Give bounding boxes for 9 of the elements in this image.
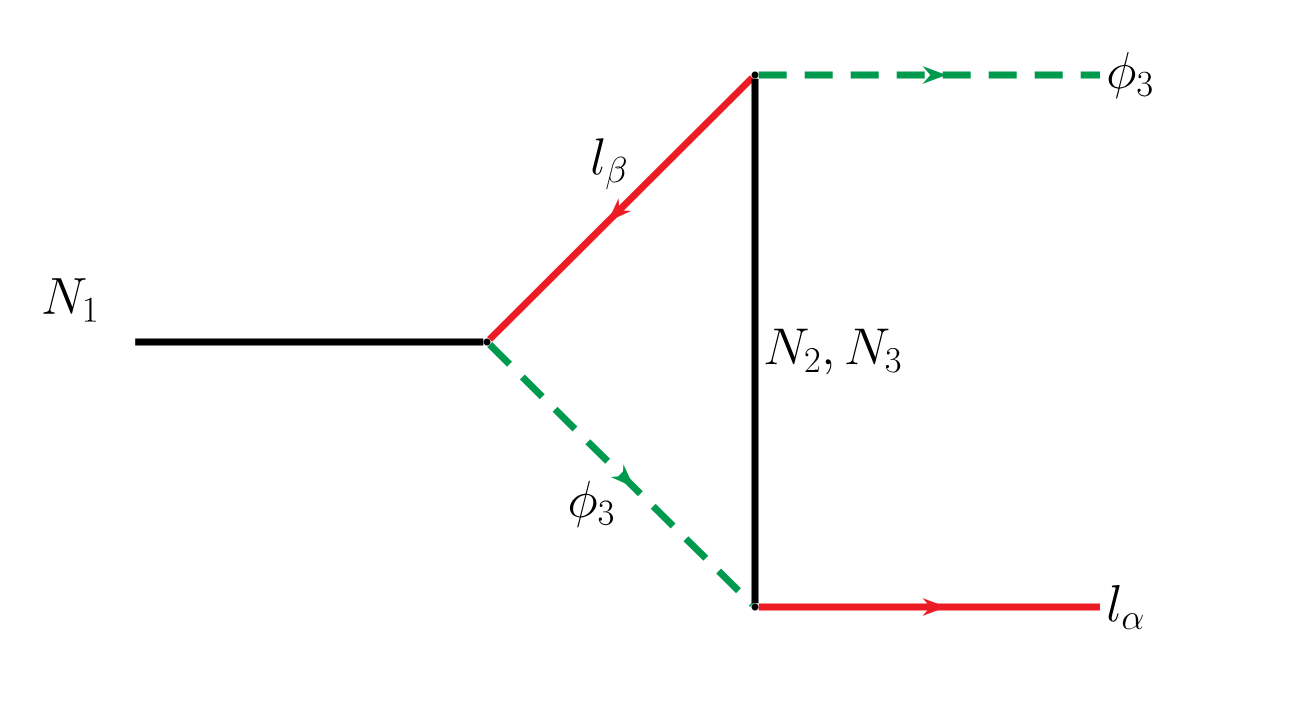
propagator-line bbox=[751, 78, 759, 604]
edge-label: $l_\beta$ bbox=[592, 138, 626, 190]
particle-label: $N_1$ bbox=[43, 278, 96, 322]
edge-label: $\phi_3$ bbox=[569, 480, 614, 528]
propagator-line bbox=[487, 342, 755, 607]
particle-label: $l_\alpha$ bbox=[1108, 585, 1143, 630]
particle-label: $\phi_3$ bbox=[1108, 51, 1152, 99]
propagator-line bbox=[487, 75, 755, 342]
edge-label: $N_2, N_3$ bbox=[765, 328, 901, 375]
